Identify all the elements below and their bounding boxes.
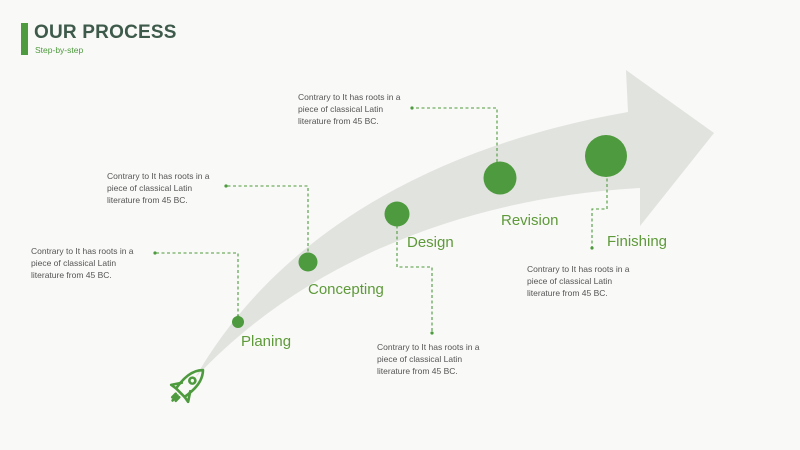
connector-planing: [155, 252, 239, 317]
step-description-planing: Contrary to It has roots in a piece of c…: [31, 246, 134, 280]
step-node-revision: [483, 161, 517, 195]
step-label-revision: Revision: [501, 212, 559, 229]
connector-revision: [412, 107, 498, 173]
step-description-design: Contrary to It has roots in a piece of c…: [377, 342, 480, 376]
connector-finishing: [591, 162, 608, 248]
connector-dot: [430, 331, 434, 335]
step-node-concepting: [298, 252, 318, 272]
process-arrow: [195, 70, 714, 378]
connector-dot: [224, 184, 228, 188]
step-label-design: Design: [407, 234, 454, 251]
step-node-finishing: [585, 135, 627, 177]
page-title: OUR PROCESS: [34, 22, 177, 43]
step-node-design: [384, 201, 410, 227]
connector-dot: [590, 246, 594, 250]
rocket-icon: [169, 368, 205, 404]
step-label-concepting: Concepting: [308, 281, 384, 298]
step-label-finishing: Finishing: [607, 233, 668, 250]
connector-dot: [153, 251, 157, 255]
step-label-planing: Planing: [241, 333, 292, 350]
connector-design: [396, 220, 433, 333]
page-subtitle: Step-by-step: [35, 45, 84, 55]
step-description-revision: Contrary to It has roots in a piece of c…: [298, 92, 401, 126]
connector-dot: [410, 106, 414, 110]
step-node-planing: [232, 316, 244, 328]
step-description-finishing: Contrary to It has roots in a piece of c…: [527, 264, 630, 298]
connector-concepting: [226, 185, 309, 257]
title-accent-bar: [21, 23, 28, 55]
step-description-concepting: Contrary to It has roots in a piece of c…: [107, 171, 210, 205]
